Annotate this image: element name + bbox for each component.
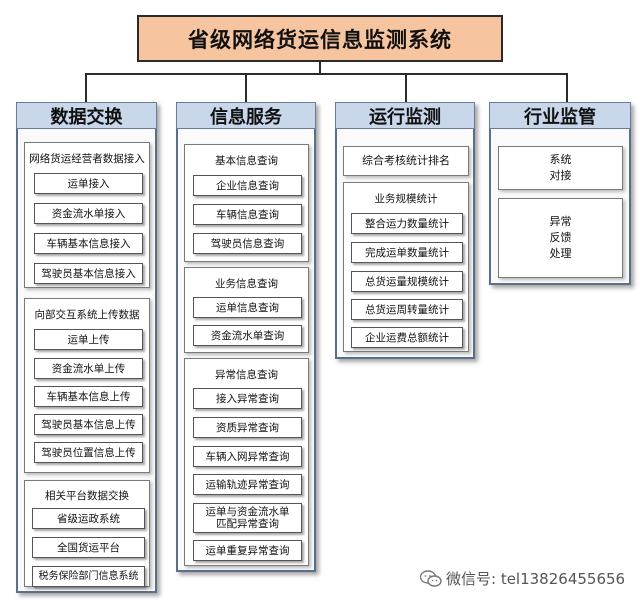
item-company-query: 企业信息查询	[193, 175, 302, 196]
item-qualification-exception-query: 资质异常查询	[193, 417, 302, 438]
group-platform-exchange: 相关平台数据交换 省级运政系统 全国货运平台 税务保险部门信息系统	[24, 480, 150, 587]
connector-col3	[405, 73, 407, 102]
item-provincial-transport-system: 省级运政系统	[32, 508, 145, 529]
item-driver-query: 驾驶员信息查询	[193, 233, 302, 254]
item-waybill-access: 运单接入	[34, 173, 143, 194]
group-exception-info-query: 异常信息查询 接入异常查询 资质异常查询 车辆入网异常查询 运输轨迹异常查询 运…	[184, 358, 309, 566]
box-system-integration: 系统 对接	[498, 146, 623, 190]
watermark-text: 微信号: tel13826455656	[446, 570, 626, 588]
group-basic-info-query: 基本信息查询 企业信息查询 车辆信息查询 驾驶员信息查询	[184, 144, 309, 262]
item-freight-turnover-stats: 总货运周转量统计	[351, 299, 463, 320]
box-exception-feedback: 异常 反馈 处理	[498, 198, 623, 278]
system-title: 省级网络货运信息监测系统	[137, 15, 503, 62]
item-access-exception-query: 接入异常查询	[193, 388, 302, 409]
group-business-scale-stats: 业务规模统计 整合运力数量统计 完成运单数量统计 总货运量规模统计 总货运周转量…	[343, 182, 469, 352]
column-header: 运行监测	[335, 102, 475, 129]
group-title: 相关平台数据交换	[45, 490, 129, 502]
connector-col2	[245, 73, 247, 102]
item-vehicle-info-access: 车辆基本信息接入	[34, 233, 143, 254]
connector-title-down	[319, 62, 321, 74]
item-driver-info-upload: 驾驶员基本信息上传	[34, 414, 143, 435]
item-freight-volume-stats: 总货运量规模统计	[351, 271, 463, 292]
item-national-freight-platform: 全国货运平台	[32, 537, 145, 558]
item-waybill-query: 运单信息查询	[193, 297, 302, 318]
item-duplicate-waybill-exception-query: 运单重复异常查询	[193, 540, 302, 561]
item-comprehensive-ranking: 综合考核统计排名	[343, 146, 469, 176]
column-header: 行业监管	[489, 102, 631, 129]
watermark: 微信号: tel13826455656	[420, 568, 625, 589]
item-fund-flow-access: 资金流水单接入	[34, 203, 143, 224]
item-fund-flow-upload: 资金流水单上传	[34, 358, 143, 379]
column-operation-monitoring: 运行监测 综合考核统计排名 业务规模统计 整合运力数量统计 完成运单数量统计 总…	[335, 102, 475, 359]
column-data-exchange: 数据交换 网络货运经营者数据接入 运单接入 资金流水单接入 车辆基本信息接入 驾…	[16, 102, 157, 593]
item-capacity-count-stats: 整合运力数量统计	[351, 213, 463, 234]
item-waybill-count-stats: 完成运单数量统计	[351, 242, 463, 263]
connector-horizontal	[85, 73, 567, 75]
column-header: 信息服务	[176, 102, 316, 129]
item-driver-location-upload: 驾驶员位置信息上传	[34, 442, 143, 463]
connector-col1	[85, 73, 87, 102]
item-vehicle-query: 车辆信息查询	[193, 204, 302, 225]
group-title: 网络货运经营者数据接入	[29, 153, 145, 165]
group-title: 异常信息查询	[215, 369, 278, 381]
item-freight-fee-stats: 企业运费总额统计	[351, 327, 463, 348]
group-operator-data-access: 网络货运经营者数据接入 运单接入 资金流水单接入 车辆基本信息接入 驾驶员基本信…	[24, 142, 150, 288]
item-waybill-upload: 运单上传	[34, 329, 143, 350]
wechat-icon	[420, 569, 442, 588]
item-driver-info-access: 驾驶员基本信息接入	[34, 263, 143, 284]
group-title: 业务规模统计	[374, 193, 438, 205]
item-vehicle-info-upload: 车辆基本信息上传	[34, 386, 143, 407]
item-waybill-fund-match-exception-query: 运单与资金流水单匹配异常查询	[193, 503, 302, 533]
item-trajectory-exception-query: 运输轨迹异常查询	[193, 474, 302, 495]
item-vehicle-network-exception-query: 车辆入网异常查询	[193, 446, 302, 467]
item-fund-flow-query: 资金流水单查询	[193, 325, 302, 346]
column-header: 数据交换	[16, 102, 157, 129]
group-title: 业务信息查询	[215, 278, 278, 290]
column-info-service: 信息服务 基本信息查询 企业信息查询 车辆信息查询 驾驶员信息查询 业务信息查询…	[176, 102, 316, 572]
item-tax-insurance-system: 税务保险部门信息系统	[32, 566, 145, 587]
group-business-info-query: 业务信息查询 运单信息查询 资金流水单查询	[184, 267, 309, 353]
column-industry-regulation: 行业监管 系统 对接 异常 反馈 处理	[489, 102, 631, 285]
group-upload-to-ministry: 向部交互系统上传数据 运单上传 资金流水单上传 车辆基本信息上传 驾驶员基本信息…	[24, 298, 150, 473]
group-title: 基本信息查询	[215, 155, 278, 167]
connector-col4	[566, 73, 568, 102]
group-title: 向部交互系统上传数据	[34, 309, 140, 321]
